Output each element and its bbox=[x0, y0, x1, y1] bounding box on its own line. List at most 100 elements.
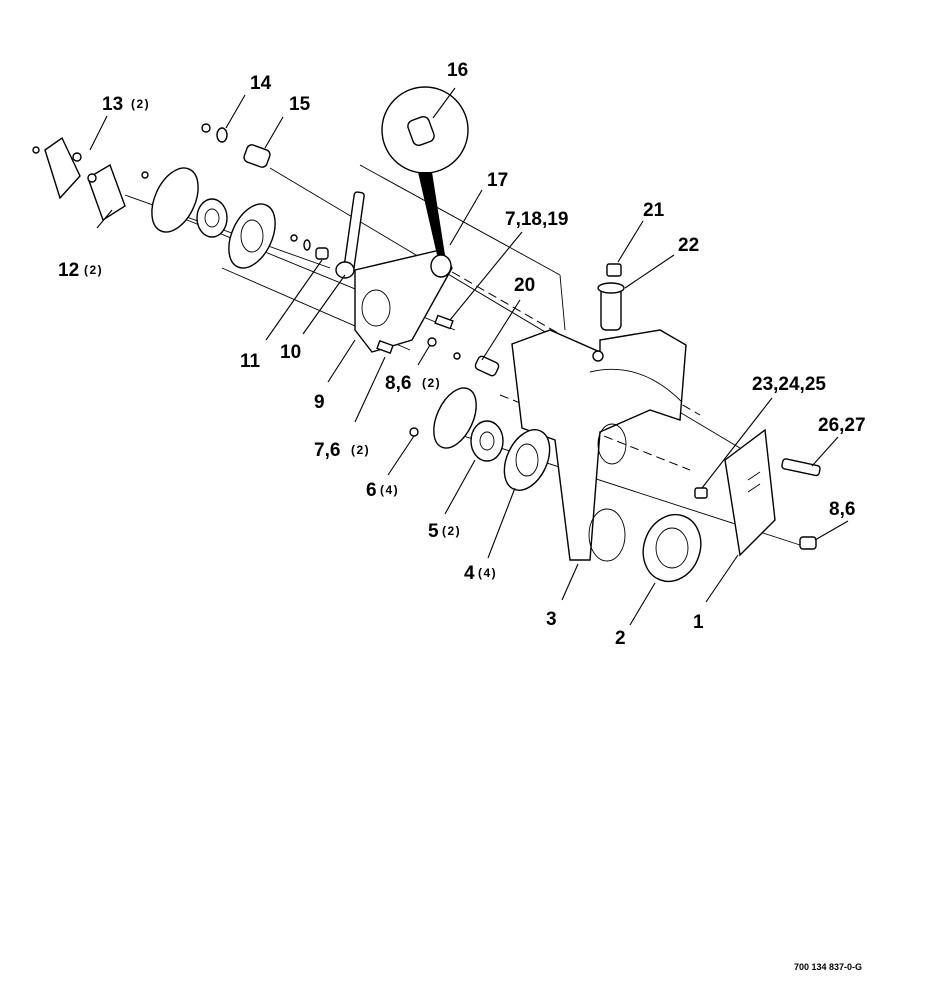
bolt-26-27 bbox=[781, 458, 821, 477]
spacer-14-15 bbox=[201, 123, 271, 168]
callout-7-6: 7,6 bbox=[314, 440, 340, 461]
pin-21-22 bbox=[597, 263, 625, 331]
callout-2: 2 bbox=[615, 628, 626, 649]
leader-16 bbox=[432, 87, 456, 119]
shaft-20 bbox=[453, 352, 500, 377]
threaded-rod-10 bbox=[343, 191, 365, 273]
bolts-middle bbox=[376, 314, 454, 355]
pivot-17 bbox=[430, 254, 452, 278]
leader-lines bbox=[89, 87, 849, 626]
nut-13b bbox=[87, 173, 97, 183]
bolt-7-18-19 bbox=[434, 314, 454, 330]
callout-3: 3 bbox=[546, 609, 557, 630]
leader-12 bbox=[96, 209, 113, 229]
callout-1: 1 bbox=[693, 612, 704, 633]
nut-14 bbox=[201, 123, 211, 133]
bearing-5-bore bbox=[479, 431, 495, 451]
housing-3-curve bbox=[589, 368, 683, 403]
leader-9 bbox=[327, 339, 356, 383]
seal-2 bbox=[642, 513, 702, 583]
nut-13a bbox=[72, 152, 82, 162]
flange-lower-rear bbox=[433, 387, 477, 449]
spacer-15 bbox=[243, 144, 271, 168]
callout-5-qty: (2) bbox=[442, 524, 461, 538]
callout-23-24-25: 23,24,25 bbox=[752, 374, 826, 395]
leader-15 bbox=[264, 116, 284, 149]
bolt-23-24-25 bbox=[694, 487, 708, 499]
plate-12-assembly bbox=[32, 136, 149, 222]
callout-15: 15 bbox=[289, 94, 311, 115]
callout-6-qty: (4) bbox=[380, 483, 399, 497]
housing-3-body bbox=[511, 329, 687, 561]
leader-22 bbox=[624, 254, 675, 289]
flange-upper-front bbox=[228, 203, 276, 269]
callout-13-qty: (2) bbox=[131, 97, 150, 111]
washer-14 bbox=[216, 127, 228, 143]
link-10-assembly bbox=[290, 191, 365, 279]
arm-plate-9-hole bbox=[361, 289, 391, 327]
flange-upper-rear bbox=[151, 167, 199, 233]
axis-line-link-drop bbox=[559, 274, 566, 331]
leader-8-6-right bbox=[814, 520, 849, 541]
washer-11 bbox=[303, 239, 311, 251]
callout-4-qty: (4) bbox=[478, 566, 497, 580]
housing-3 bbox=[511, 329, 687, 562]
nut-6 bbox=[409, 427, 419, 437]
leader-2 bbox=[629, 582, 656, 626]
leader-11 bbox=[265, 259, 323, 341]
callout-8-6-qty: (2) bbox=[422, 376, 441, 390]
nut-21 bbox=[606, 263, 622, 277]
callout-26-27: 26,27 bbox=[818, 415, 866, 436]
bearing-upper-assembly bbox=[151, 167, 276, 269]
plate-12-rear bbox=[44, 136, 81, 200]
seal-2-outer bbox=[642, 513, 702, 583]
bolt-7-6 bbox=[376, 339, 394, 355]
flange-4-bore bbox=[515, 443, 539, 477]
callout-5: 5 bbox=[428, 521, 439, 542]
callout-8-6-right: 8,6 bbox=[829, 499, 855, 520]
bolt-8-6-right bbox=[799, 536, 817, 550]
bearing-lower-assembly bbox=[409, 387, 551, 491]
leader-23-24-25 bbox=[701, 397, 773, 489]
leader-26-27 bbox=[811, 436, 839, 467]
housing-3-upper-hole bbox=[597, 423, 627, 465]
callout-6: 6 bbox=[366, 480, 377, 501]
leader-21 bbox=[617, 220, 644, 263]
callout-17: 17 bbox=[487, 170, 508, 191]
plate-12-front bbox=[87, 163, 126, 222]
callout-7-18-19: 7,18,19 bbox=[505, 209, 568, 230]
bushing-11 bbox=[315, 247, 329, 260]
bearing-upper bbox=[196, 198, 228, 238]
drawing-code: 700 134 837-0-G bbox=[794, 962, 862, 972]
callout-12-qty: (2) bbox=[84, 263, 103, 277]
bolt-8-6 bbox=[427, 337, 437, 347]
housing-3-pin-hole bbox=[592, 350, 604, 362]
leader-8-6 bbox=[417, 344, 431, 366]
callout-13: 13 bbox=[102, 94, 123, 115]
cover-plate-1-body bbox=[724, 428, 776, 557]
leader-20 bbox=[481, 299, 521, 361]
leader-6 bbox=[387, 435, 415, 476]
callout-16: 16 bbox=[447, 60, 468, 81]
leader-1 bbox=[705, 554, 739, 603]
pin-22-head bbox=[597, 282, 625, 294]
callout-labels: 13 (2) 12 (2) 14 15 16 17 7,18,19 20 21 … bbox=[58, 60, 866, 649]
detail-pointer bbox=[418, 172, 445, 255]
callout-21: 21 bbox=[643, 200, 665, 221]
bolt-head-left bbox=[32, 146, 40, 154]
callout-7-6-qty: (2) bbox=[351, 443, 370, 457]
leader-5 bbox=[444, 459, 476, 515]
callout-20: 20 bbox=[514, 275, 535, 296]
leader-14 bbox=[225, 94, 246, 129]
leader-7-18-19 bbox=[449, 231, 523, 321]
flange-4 bbox=[503, 429, 551, 491]
leader-10 bbox=[302, 274, 346, 335]
rod-end-10 bbox=[335, 261, 355, 279]
leader-4 bbox=[487, 487, 516, 559]
axis-line-link bbox=[359, 164, 561, 276]
detail-16 bbox=[381, 86, 469, 255]
nut-11a bbox=[290, 234, 298, 242]
callout-14: 14 bbox=[250, 73, 272, 94]
cover-plate-1-slots bbox=[747, 471, 761, 493]
